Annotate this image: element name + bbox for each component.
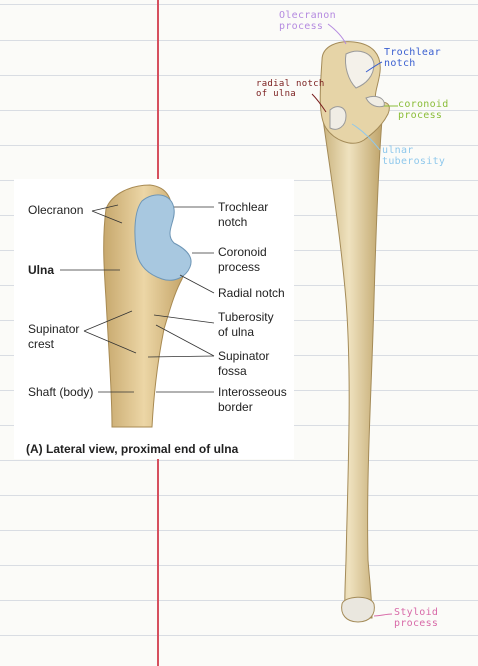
label-ulna: Ulna <box>28 263 55 277</box>
leader-supinator-crest-a <box>83 310 133 332</box>
leader-supinator-crest-b <box>83 330 137 354</box>
label-trochlear-notch: Trochlear notch <box>218 200 269 229</box>
label-tuberosity: Tuberosity of ulna <box>218 310 274 339</box>
note-styloid-process: Styloid process <box>394 607 439 629</box>
leader-radial-notch <box>179 274 215 294</box>
note-olecranon-process: Olecranon process <box>279 10 336 32</box>
leader-olecranon-a <box>91 204 119 212</box>
label-coronoid-process: Coronoid process <box>218 245 267 274</box>
note-coronoid-process: coronoid process <box>398 99 449 121</box>
label-supinator-fossa: Supinator fossa <box>218 349 270 378</box>
label-interosseous-border: Interosseous border <box>218 385 287 414</box>
note-radial-notch: radial notch of ulna <box>256 79 325 99</box>
lateral-view-figure <box>60 184 215 428</box>
label-shaft: Shaft (body) <box>28 385 94 399</box>
leader-supinator-fossa-a <box>155 324 215 357</box>
leader-supinator-fossa-b <box>147 355 215 358</box>
label-olecranon: Olecranon <box>28 203 84 217</box>
lateral-view-panel: Olecranon Ulna Supinator crest Shaft (bo… <box>14 179 294 459</box>
note-trochlear-notch: Trochlear notch <box>384 47 441 69</box>
leader-olecranon-b <box>91 210 123 224</box>
note-ulnar-tuberosity: ulnar tuberosity <box>382 145 446 167</box>
label-radial-notch: Radial notch <box>218 286 285 300</box>
label-supinator-crest: Supinator crest <box>28 322 80 351</box>
leader-tuberosity <box>153 314 215 324</box>
figure-caption: (A) Lateral view, proximal end of ulna <box>26 442 239 456</box>
